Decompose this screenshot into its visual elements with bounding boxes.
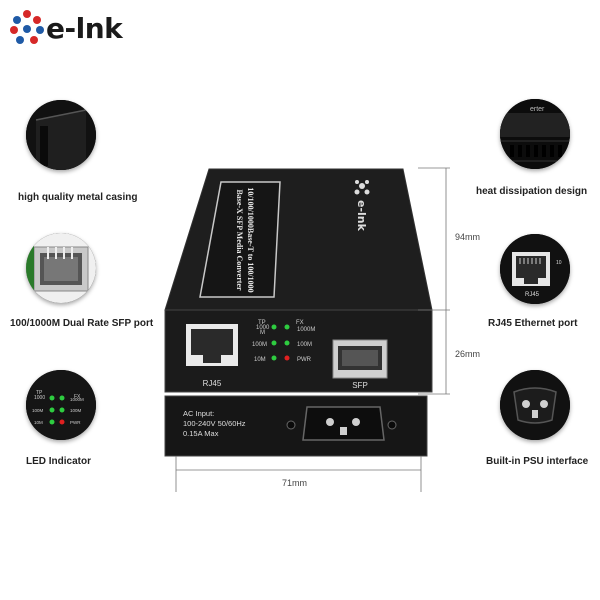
svg-text:100M: 100M xyxy=(70,408,82,413)
led-tp-10 xyxy=(271,355,277,361)
feature-caption-led-indicator: LED Indicator xyxy=(26,456,92,467)
led-label-row3-left: 10M xyxy=(254,357,266,363)
led-fx-1000 xyxy=(284,324,290,330)
led-label-m: M xyxy=(260,330,265,336)
device-label-line1: 10/100/1000Base-T to 100/1000 xyxy=(246,187,255,292)
device-top-label xyxy=(199,181,281,298)
brand-logo-icon xyxy=(10,10,44,44)
led-label-row2-right: 100M xyxy=(297,342,312,348)
dimension-height-top: 94mm xyxy=(455,232,481,242)
led-tp-1000 xyxy=(271,324,277,330)
svg-text:PWR: PWR xyxy=(70,420,81,425)
screw-icon xyxy=(387,420,397,430)
vent-snippet-text: erter xyxy=(530,106,545,113)
svg-text:FX: FX xyxy=(74,394,81,400)
device-rj45-label: RJ45 xyxy=(203,379,222,388)
feature-caption-psu: Built-in PSU interface xyxy=(486,456,589,467)
led-label-tp: TP xyxy=(258,320,266,326)
dimension-width: 71mm xyxy=(282,478,308,488)
led-pwr xyxy=(284,355,290,361)
dimension-height-front: 26mm xyxy=(455,349,481,359)
feature-caption-metal-casing: high quality metal casing xyxy=(18,192,138,203)
svg-text:TP: TP xyxy=(36,390,43,396)
device-sfp-label: SFP xyxy=(352,381,368,390)
ac-input-line1: AC Input: xyxy=(183,409,214,418)
metal-casing-icon xyxy=(26,100,96,170)
led-indicator-icon: TP 1000 FX 1000M 100M 100M 10M PWR xyxy=(26,370,96,440)
sfp-port-icon xyxy=(26,233,96,303)
rj45-port-icon: RJ45 10 xyxy=(500,234,570,304)
device-power-socket xyxy=(302,406,385,441)
device-power-face xyxy=(164,395,428,457)
led-label-row1-left: 1000 xyxy=(256,325,270,331)
led-label-row3-right: PWR xyxy=(297,357,312,363)
svg-text:1000: 1000 xyxy=(34,395,45,401)
device-logo-text: e-lnk xyxy=(355,200,368,232)
led-fx-100 xyxy=(284,340,290,346)
device-logo-icon: e-lnk xyxy=(354,180,370,232)
ac-input-line2: 100-240V 50/60Hz xyxy=(183,419,246,428)
svg-text:1000M: 1000M xyxy=(70,397,84,402)
vent-icon: erter xyxy=(500,99,570,169)
led-label-row1-right: 1000M xyxy=(297,327,315,333)
brand-name: e-lnk xyxy=(46,12,123,45)
led-label-row2-left: 100M xyxy=(252,342,267,348)
ac-input-line3: 0.15A Max xyxy=(183,429,219,438)
device-label-line2: Base-X SFP Media Converter xyxy=(235,189,244,291)
led-label-fx: FX xyxy=(296,320,304,326)
svg-text:10M: 10M xyxy=(34,420,43,425)
svg-text:100M: 100M xyxy=(32,408,44,413)
rj45-snippet-label: RJ45 xyxy=(525,292,540,298)
led-tp-100 xyxy=(271,340,277,346)
feature-caption-sfp-port: 100/1000M Dual Rate SFP port xyxy=(10,318,154,329)
power-socket-icon xyxy=(500,370,570,440)
feature-caption-heat-dissipation: heat dissipation design xyxy=(476,186,588,197)
media-converter-device: 10/100/1000Base-T to 100/1000 Base-X SFP… xyxy=(164,167,450,492)
screw-icon xyxy=(286,420,296,430)
rj45-snippet-text: 10 xyxy=(556,260,562,266)
feature-caption-rj45: RJ45 Ethernet port xyxy=(488,318,578,329)
